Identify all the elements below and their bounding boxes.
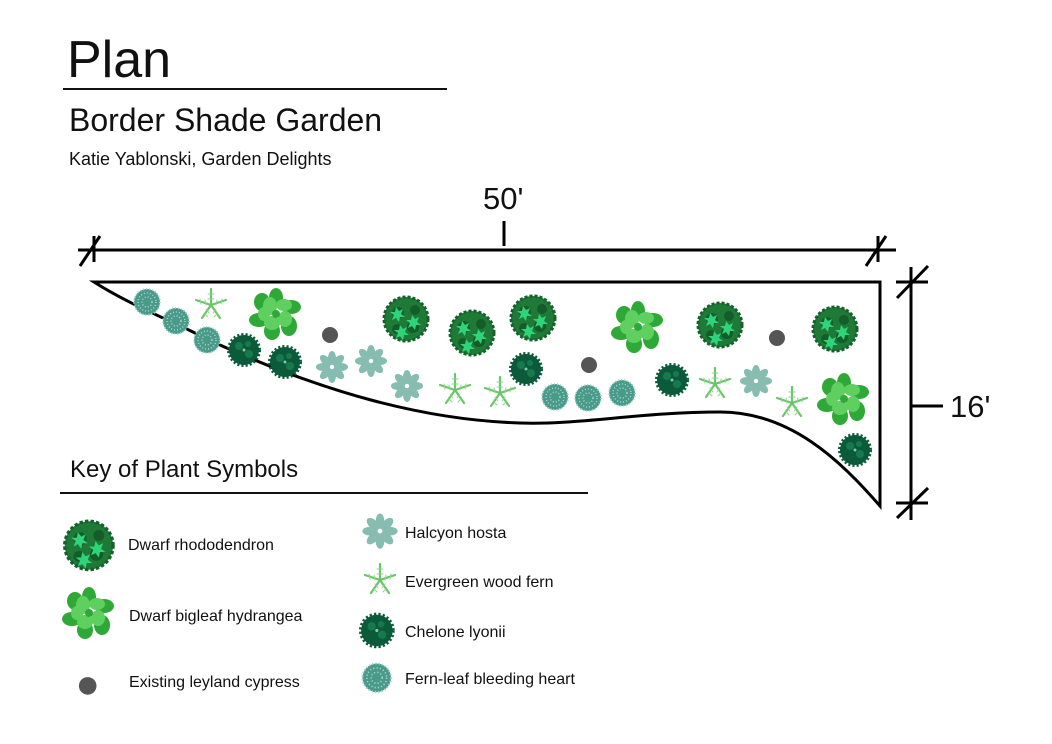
plant-fern [698,366,732,399]
key-bleeding-heart-icon [361,662,393,694]
key-rhododendron-icon [63,519,115,572]
key-label-hydrangea: Dwarf bigleaf hydrangea [129,608,303,625]
plant-fern [775,385,809,418]
garden-name: Border Shade Garden [69,102,383,138]
plant-hydrangea [611,301,663,353]
plant-cypress [322,327,338,343]
plant-rhododendron [696,301,744,349]
key-label-rhododendron: Dwarf rhododendron [128,537,274,554]
plant-bleeding-heart [608,379,636,407]
key-divider [60,492,588,494]
plant-hydrangea [249,288,301,340]
key-fern-icon [363,562,397,595]
designer-credit: Katie Yablonski, Garden Delights [69,149,332,169]
depth-dimension-label: 16' [950,389,991,424]
key-label-chelone: Chelone lyonii [405,624,506,641]
plant-fern [483,375,517,408]
plant-bleeding-heart [193,326,221,354]
plant-chelone [655,363,689,397]
plant-hosta [355,345,387,377]
plant-fern [438,372,472,405]
plant-chelone [227,333,261,367]
width-dimension-label: 50' [483,181,524,216]
plant-bleeding-heart [541,383,569,411]
plant-rhododendron [382,295,430,343]
plant-hosta [740,365,772,397]
plantings-layer [133,287,872,467]
plant-chelone [268,345,302,379]
key-hosta-icon [362,513,398,549]
plant-fern [194,287,228,320]
plant-bleeding-heart [574,384,602,412]
width-dimension [78,221,896,267]
key-label-fern: Evergreen wood fern [405,574,554,591]
plant-rhododendron [448,309,496,357]
plant-chelone [509,352,543,386]
key-label-cypress: Existing leyland cypress [129,674,300,691]
plant-cypress [581,357,597,373]
plant-bleeding-heart [133,288,161,316]
key-hydrangea-icon [62,587,114,639]
plant-hosta [316,351,348,383]
plant-bleeding-heart [162,307,190,335]
plant-hosta [391,370,423,402]
title-divider [63,88,447,90]
depth-dimension [895,264,943,520]
plant-hydrangea [817,373,869,425]
plant-cypress [769,330,785,346]
key-label-bleeding-heart: Fern-leaf bleeding heart [405,671,575,688]
plan-title: Plan [67,31,172,89]
key-label-hosta: Halcyon hosta [405,525,507,542]
key-cypress-icon [78,677,97,695]
key-title: Key of Plant Symbols [70,456,299,483]
plant-rhododendron [811,305,859,353]
plant-chelone [838,433,872,467]
key-chelone-icon [361,615,393,646]
plant-rhododendron [509,294,557,342]
